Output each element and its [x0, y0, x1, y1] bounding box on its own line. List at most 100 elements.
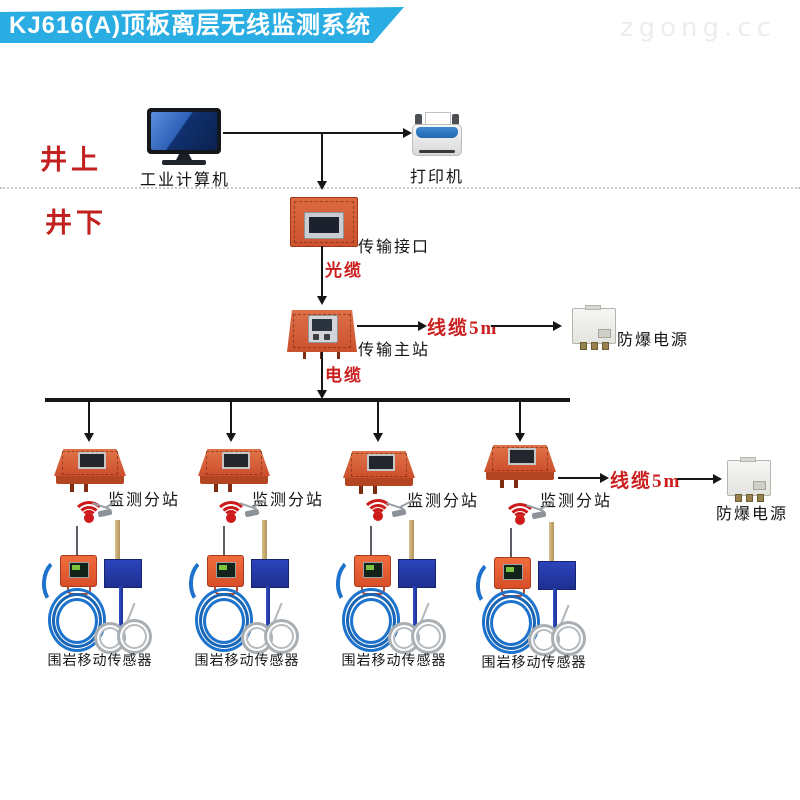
- substation-screen: [78, 452, 106, 469]
- transmitter-antenna: [370, 526, 372, 556]
- sensor-pole: [262, 520, 267, 562]
- enclosure-pin: [84, 484, 88, 492]
- arrowhead-cable: [418, 321, 427, 331]
- sensor-transmitter: [207, 555, 244, 587]
- power-supply-box-icon: [572, 305, 616, 350]
- substation-box-2: [198, 449, 270, 493]
- master-power-link-label: 线缆5m: [427, 318, 499, 339]
- underground-zone-label: 井下: [45, 208, 107, 238]
- enclosure-pin: [373, 486, 377, 494]
- power-connector: [580, 342, 587, 350]
- wifi-signal-icon: [213, 491, 249, 523]
- power-connector: [746, 494, 753, 502]
- power-connector: [735, 494, 742, 502]
- substation-front: [56, 476, 124, 484]
- optical-cable-label: 光缆: [325, 261, 363, 280]
- surface-zone-label: 井上: [40, 145, 102, 175]
- watermark: zgong.cc: [620, 13, 776, 43]
- cable-coil: [52, 593, 102, 648]
- arrowhead-substation-2: [226, 433, 236, 442]
- monitor-stand: [176, 154, 192, 160]
- screw-line: [62, 451, 118, 475]
- sensor-rod: [119, 586, 123, 628]
- surface-underground-divider: [0, 187, 800, 189]
- wifi-dot: [515, 515, 525, 525]
- cable-coil: [195, 588, 253, 652]
- arrowhead-interface: [317, 181, 327, 190]
- wifi-arc: [508, 508, 532, 532]
- cable-coil: [56, 598, 98, 644]
- sensor-label: 围岩移动传感器: [481, 656, 587, 671]
- printer-slot: [419, 150, 455, 153]
- substation-label-1: 监测分站: [108, 492, 181, 509]
- sensor-pole: [409, 520, 414, 562]
- transmission-interface-box: [290, 197, 358, 247]
- wifi-dot: [373, 511, 383, 521]
- title-banner: KJ616(A)顶板离层无线监测系统: [0, 7, 404, 43]
- sensor-pole: [549, 522, 554, 564]
- arrowhead-master: [317, 296, 327, 305]
- sensor-label: 围岩移动传感器: [194, 654, 300, 669]
- enclosure-pin: [228, 484, 232, 492]
- cable-coil: [203, 598, 245, 644]
- transmitter-screen-glow: [506, 567, 514, 572]
- interface-display-screen: [309, 217, 339, 233]
- sensor-rod: [553, 588, 557, 630]
- power-supply-box-icon: [727, 457, 771, 502]
- power-connector: [757, 494, 764, 502]
- master-label: 传输主站: [358, 342, 431, 359]
- page-title: KJ616(A)顶板离层无线监测系统: [9, 12, 372, 39]
- bus-drop-3: [377, 402, 379, 434]
- arrow-computer-interface: [321, 133, 323, 181]
- rock-movement-sensor-icon: 围岩移动传感器: [186, 499, 307, 672]
- wifi-signal-icon: [502, 493, 538, 525]
- screw-line: [206, 451, 262, 475]
- arrow-cable-power1: [491, 325, 555, 327]
- power-tab: [740, 457, 756, 462]
- arrowhead-power1: [553, 321, 562, 331]
- transmitter-antenna: [76, 526, 78, 556]
- rock-movement-sensor-icon: 围岩移动传感器: [333, 499, 454, 672]
- substation-screen: [222, 452, 250, 469]
- arrow-computer-printer: [223, 132, 406, 134]
- transmission-master-box: [287, 310, 357, 352]
- master-display: [308, 315, 338, 343]
- substation-label-2: 监测分站: [252, 492, 325, 509]
- bus-drop-4: [519, 402, 521, 434]
- master-power-label: 防爆电源: [617, 332, 690, 349]
- arrowhead-cable2: [600, 473, 609, 483]
- wire-coil: [117, 619, 152, 654]
- bus-drop-2: [230, 402, 232, 434]
- wifi-arc: [503, 503, 537, 537]
- cable-coil: [486, 595, 536, 650]
- arrowhead-power2: [713, 474, 722, 484]
- sensor-transmitter: [494, 557, 531, 589]
- screw-line: [351, 453, 407, 477]
- cable-coil: [346, 593, 396, 648]
- sensor-junction-box: [251, 559, 289, 588]
- monitor-base: [162, 160, 206, 165]
- wire-coil: [411, 619, 446, 654]
- sensor-pole: [115, 520, 120, 562]
- cable-coil: [350, 598, 392, 644]
- wifi-arc: [72, 501, 106, 535]
- wifi-arc: [77, 506, 101, 530]
- wifi-arc: [219, 506, 243, 530]
- substation-screen: [367, 454, 395, 471]
- substation-label-3: 监测分站: [407, 493, 480, 510]
- enclosure-pin: [214, 484, 218, 492]
- printer-arm: [415, 114, 422, 125]
- wifi-signal-icon: [360, 489, 396, 521]
- sensor-junction-box: [538, 561, 576, 590]
- sensor-junction-box: [398, 559, 436, 588]
- master-display-screen: [312, 319, 332, 331]
- transmitter-antenna: [510, 528, 512, 558]
- substation-screen: [508, 448, 536, 465]
- screw-line: [294, 201, 354, 243]
- rock-movement-sensor-icon: 围岩移动传感器: [39, 499, 160, 672]
- wifi-arc: [223, 510, 239, 526]
- monitor-screen: [147, 108, 221, 154]
- wire-coil: [264, 619, 299, 654]
- substation-front: [200, 476, 268, 484]
